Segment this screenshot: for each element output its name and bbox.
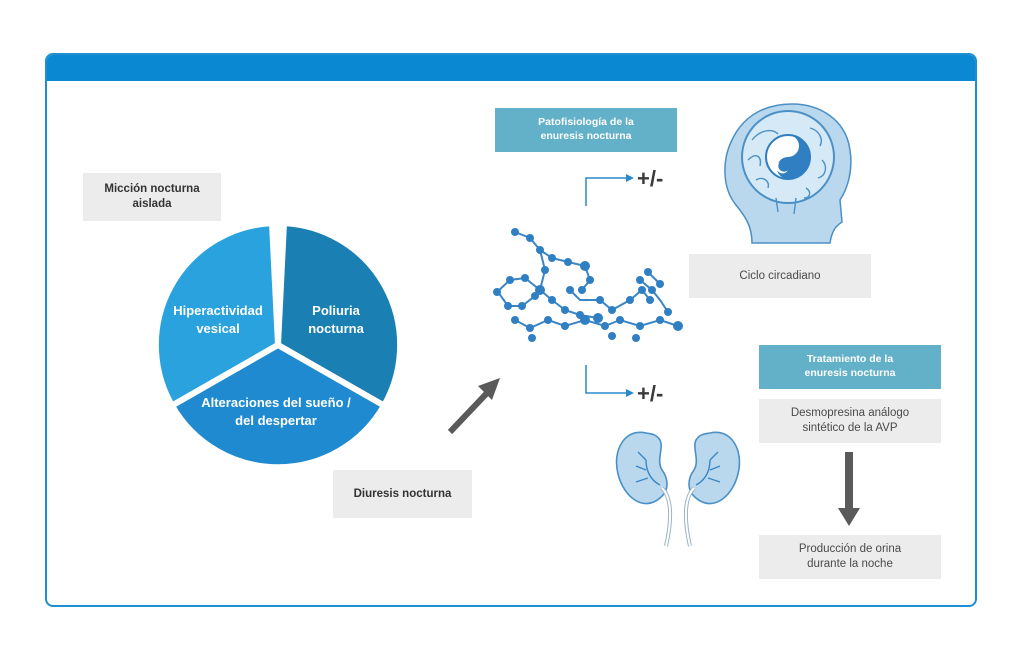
slice-alteraciones bbox=[167, 341, 389, 471]
slice-poliuria-label: Poliuria nocturna bbox=[308, 303, 364, 336]
produccion-orina-label: Producción de orina durante la noche bbox=[798, 543, 902, 570]
diuresis-nocturna-box: Diuresis nocturna bbox=[333, 470, 472, 518]
plus-minus-bottom: +/- bbox=[637, 381, 664, 406]
ciclo-circadiano-box: Ciclo circadiano bbox=[689, 254, 871, 298]
tratamiento-label: Tratamiento de la enuresis nocturna bbox=[804, 353, 896, 379]
diagram-frame bbox=[45, 53, 977, 607]
miccion-nocturna-box: Micción nocturna aislada bbox=[83, 173, 221, 221]
patofisiologia-box: Patofisiología de la enuresis nocturna bbox=[495, 108, 677, 152]
miccion-nocturna-label: Micción nocturna aislada bbox=[104, 183, 200, 210]
slice-alteraciones-label: Alteraciones del sueño / del despertar bbox=[201, 395, 351, 428]
desmopresina-box: Desmopresina análogo sintético de la AVP bbox=[759, 399, 941, 443]
patofisiologia-label: Patofisiología de la enuresis nocturna bbox=[538, 116, 634, 142]
tratamiento-box: Tratamiento de la enuresis nocturna bbox=[759, 345, 941, 389]
diuresis-nocturna-label: Diuresis nocturna bbox=[353, 487, 452, 500]
produccion-orina-box: Producción de orina durante la noche bbox=[759, 535, 941, 579]
frame-header-bar bbox=[47, 55, 975, 81]
slice-hiperactividad-label: Hiperactividad vesical bbox=[173, 303, 263, 336]
ciclo-circadiano-label: Ciclo circadiano bbox=[739, 269, 821, 282]
plus-minus-top: +/- bbox=[637, 166, 664, 191]
desmopresina-label: Desmopresina análogo sintético de la AVP bbox=[790, 407, 910, 434]
